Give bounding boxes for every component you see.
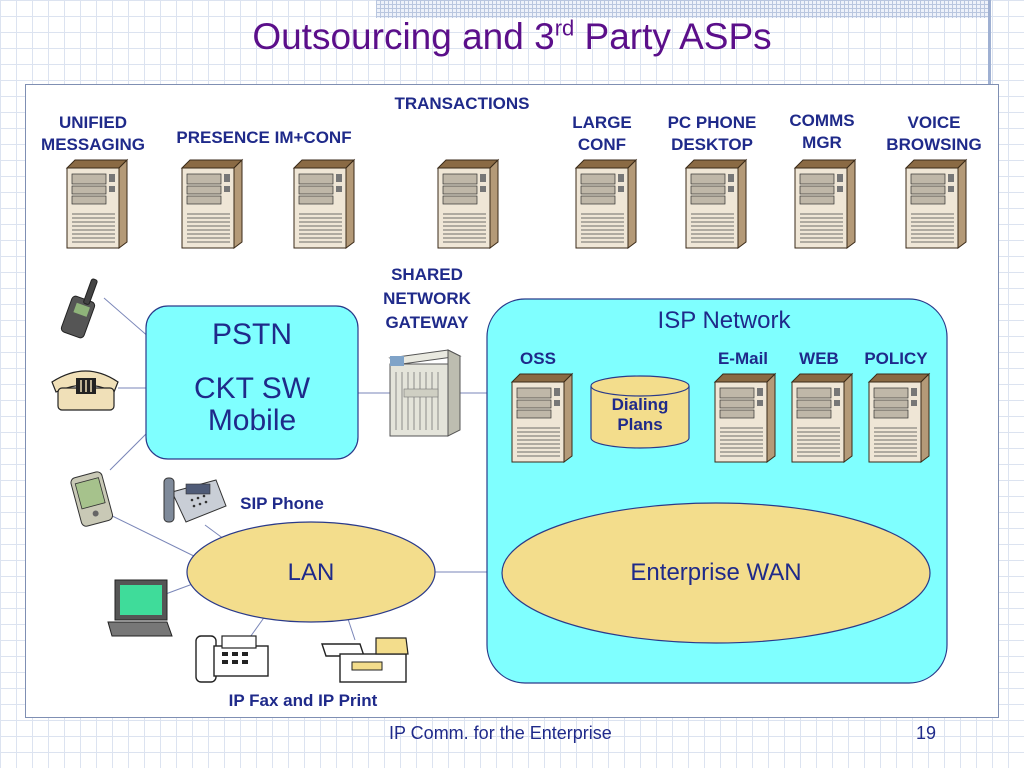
label-voice-browsing: VOICE BROWSING [886, 113, 982, 154]
telephone-icon [51, 370, 119, 411]
pstn-cloud [145, 305, 359, 460]
mobile-phone-icon [60, 278, 98, 339]
server-icon-presence [181, 159, 243, 249]
pstn-label: PSTN [211, 318, 292, 351]
router-icon [388, 349, 462, 437]
label-dialing-plans: Dialing Plans [611, 395, 669, 434]
label-policy: POLICY [864, 349, 928, 368]
pstn-ckt-sw-label: CKT SW [193, 372, 311, 405]
lan-label: LAN [287, 559, 335, 586]
database-icon [590, 375, 690, 449]
server-icon-oss [511, 373, 573, 463]
server-icon-unified-messaging [66, 159, 128, 249]
label-email: E-Mail [717, 349, 769, 368]
enterprise-wan-label: Enterprise WAN [630, 559, 802, 586]
server-icon-large-conf [575, 159, 637, 249]
server-icon-voice-browsing [905, 159, 967, 249]
isp-network-title: ISP Network [657, 307, 791, 334]
label-oss: OSS [520, 349, 556, 368]
pda-icon [70, 471, 114, 527]
footer-text: IP Comm. for the Enterprise [389, 723, 612, 743]
label-shared-network-gateway: SHARED NETWORK GATEWAY [383, 265, 471, 332]
enterprise-wan-ellipse [501, 502, 931, 644]
label-transactions: TRANSACTIONS [394, 94, 530, 113]
lan-ellipse [186, 521, 436, 623]
slide-title: Outsourcing and 3rd Party ASPs [252, 15, 772, 57]
label-ip-fax-print: IP Fax and IP Print [228, 691, 378, 710]
label-comms-mgr: COMMS MGR [789, 111, 855, 152]
pstn-mobile-label: Mobile [207, 404, 297, 437]
label-unified-messaging: UNIFIED MESSAGING [41, 113, 145, 154]
server-icon-web [791, 373, 853, 463]
page-number: 19 [916, 723, 937, 743]
server-icon-policy [868, 373, 930, 463]
server-icon-pc-phone [685, 159, 747, 249]
label-web: WEB [799, 349, 839, 368]
label-sip-phone: SIP Phone [240, 494, 324, 513]
laptop-icon [107, 579, 173, 637]
server-icon-comms-mgr [794, 159, 856, 249]
decorative-right-band [988, 0, 991, 84]
server-icon-transactions [437, 159, 499, 249]
label-presence: PRESENCE IM+CONF [176, 128, 352, 147]
label-large-conf: LARGE CONF [572, 113, 632, 154]
label-pc-phone: PC PHONE DESKTOP [667, 113, 757, 154]
sip-phone-icon [163, 477, 227, 523]
server-icon-im-conf [293, 159, 355, 249]
fax-icon [195, 635, 269, 683]
decorative-top-band [376, 0, 988, 18]
server-icon-email [714, 373, 776, 463]
printer-icon [321, 637, 409, 683]
